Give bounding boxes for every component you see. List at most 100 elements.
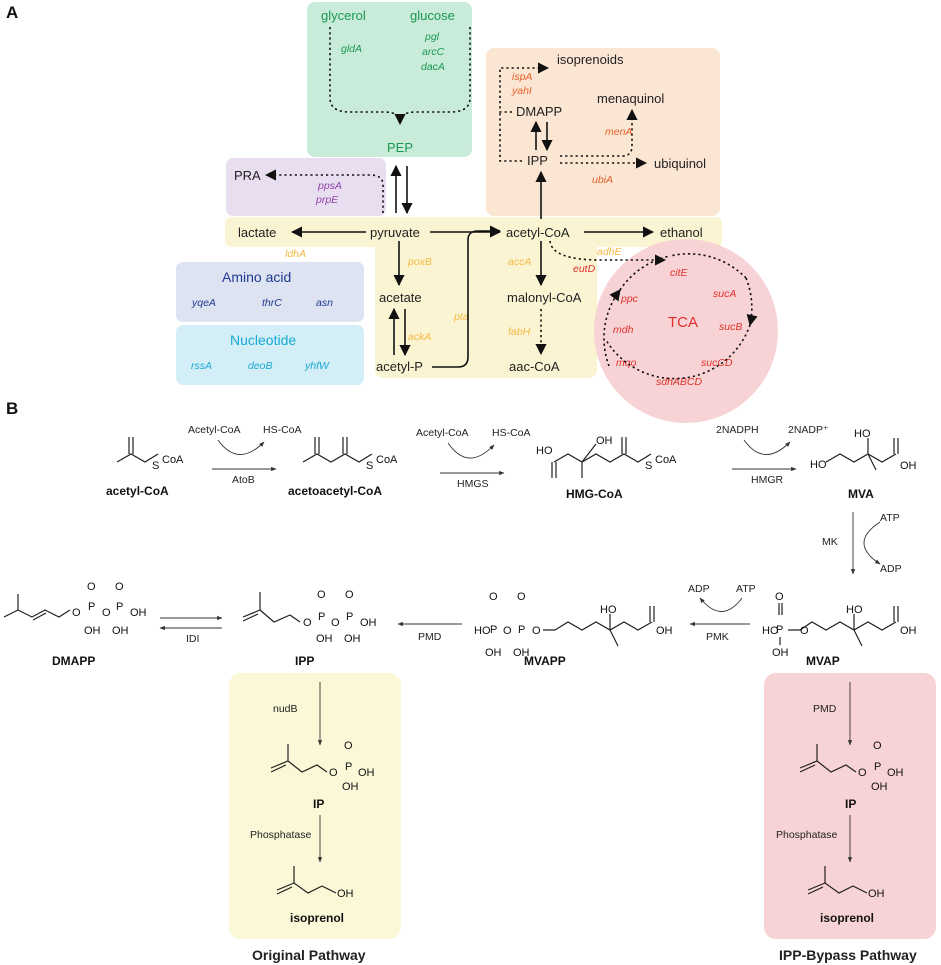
ip-name-bypass: IP: [845, 797, 856, 811]
svg-text:OH: OH: [358, 767, 375, 779]
svg-text:2NADP⁺: 2NADP⁺: [788, 424, 829, 436]
bypass-pathway: PMD O P O OH OH IP Phosphatase OH isopre…: [776, 682, 904, 925]
ipp-structure: O P O OH O P O OH OH IPP: [242, 589, 377, 668]
gene-daca: dacA: [421, 61, 445, 73]
acetyl-coa-name: acetyl-CoA: [106, 484, 169, 498]
lactate-label: lactate: [238, 225, 276, 240]
gene-acca: accA: [508, 256, 531, 268]
gene-deob: deoB: [248, 360, 273, 372]
glucose-label: glucose: [410, 8, 455, 23]
svg-text:OH: OH: [513, 647, 530, 659]
panel-b-label: B: [6, 399, 18, 418]
svg-text:OH: OH: [656, 625, 673, 637]
svg-text:HS-CoA: HS-CoA: [263, 424, 302, 436]
dmapp-label: DMAPP: [516, 104, 562, 119]
gene-asn: asn: [316, 297, 333, 309]
svg-text:OH: OH: [900, 625, 917, 637]
svg-text:OH: OH: [900, 460, 917, 472]
svg-text:P: P: [318, 611, 325, 623]
purple-pra-box: [226, 158, 386, 216]
nucleotide-label: Nucleotide: [230, 332, 296, 348]
pep-label: PEP: [387, 140, 413, 155]
acetoacetyl-coa-structure: S CoA acetoacetyl-CoA: [288, 437, 398, 498]
svg-text:O: O: [331, 617, 340, 629]
pra-label: PRA: [234, 168, 261, 183]
svg-text:HS-CoA: HS-CoA: [492, 427, 531, 439]
idi-reaction: IDI: [159, 615, 223, 645]
svg-text:ATP: ATP: [736, 583, 756, 595]
mk-reaction: ATP ADP MK: [822, 512, 902, 575]
svg-text:O: O: [87, 581, 96, 593]
enzyme-nudb: nudB: [273, 703, 298, 715]
enzyme-atob: AtoB: [232, 474, 255, 486]
svg-text:HO: HO: [536, 445, 553, 457]
gene-rssa: rssA: [191, 360, 212, 372]
svg-text:HO: HO: [810, 459, 827, 471]
svg-text:OH: OH: [130, 607, 147, 619]
svg-text:HO: HO: [762, 625, 779, 637]
gene-pgl: pgl: [424, 31, 440, 43]
panel-a-arrows: [264, 27, 758, 380]
svg-text:O: O: [775, 591, 784, 603]
gene-poxb: poxB: [407, 256, 432, 268]
svg-text:OH: OH: [316, 633, 333, 645]
svg-text:OH: OH: [772, 647, 789, 659]
gene-adhe: adhE: [597, 246, 623, 258]
svg-text:Acetyl-CoA: Acetyl-CoA: [416, 427, 469, 439]
svg-text:S: S: [645, 460, 652, 472]
svg-text:O: O: [102, 607, 111, 619]
mvapp-structure: HO P O OH O P O OH O HO OH MVAPP: [474, 591, 673, 668]
gene-mqo: mqo: [616, 357, 637, 369]
svg-text:OH: OH: [342, 781, 359, 793]
svg-text:O: O: [873, 740, 882, 752]
gene-eutd: eutD: [573, 263, 596, 275]
mvap-structure: O P HO OH O HO OH MVAP: [762, 591, 917, 668]
svg-text:O: O: [344, 740, 353, 752]
svg-text:CoA: CoA: [376, 454, 398, 466]
enzyme-phosphatase-bypass: Phosphatase: [776, 829, 837, 841]
menaquinol-label: menaquinol: [597, 91, 664, 106]
ethanol-label: ethanol: [660, 225, 703, 240]
gene-glda: gldA: [341, 43, 362, 55]
svg-text:OH: OH: [360, 617, 377, 629]
svg-text:OH: OH: [337, 888, 354, 900]
gene-yhfw: yhfW: [304, 360, 330, 372]
svg-text:O: O: [532, 625, 541, 637]
original-pathway-box: [229, 673, 401, 939]
malonyl-coa-label: malonyl-CoA: [507, 290, 582, 305]
svg-text:P: P: [116, 601, 123, 613]
svg-text:CoA: CoA: [655, 454, 677, 466]
acetyl-coa-label: acetyl-CoA: [506, 225, 570, 240]
original-pathway-title: Original Pathway: [252, 947, 366, 963]
hmg-coa-structure: HO OH S CoA HMG-CoA: [536, 435, 677, 501]
gene-ubia: ubiA: [592, 174, 613, 186]
acetyl-p-label: acetyl-P: [376, 359, 423, 374]
enzyme-pmd: PMD: [418, 631, 442, 643]
svg-text:S: S: [152, 460, 159, 472]
svg-text:P: P: [490, 624, 497, 636]
enzyme-phosphatase-original: Phosphatase: [250, 829, 311, 841]
svg-text:ATP: ATP: [880, 512, 900, 524]
svg-text:OH: OH: [868, 888, 885, 900]
svg-text:HO: HO: [474, 625, 491, 637]
acetyl-coa-structure: S CoA acetyl-CoA: [106, 437, 184, 498]
svg-text:Acetyl-CoA: Acetyl-CoA: [188, 424, 241, 436]
enzyme-pmd-bypass: PMD: [813, 703, 837, 715]
gene-prpe: prpE: [315, 194, 339, 206]
gene-ispa: ispA: [512, 71, 532, 83]
enzyme-hmgr: HMGR: [751, 474, 783, 486]
gene-ppsa: ppsA: [317, 180, 342, 192]
mvap-name: MVAP: [806, 654, 840, 668]
bypass-pathway-box: [764, 673, 936, 939]
svg-text:P: P: [776, 624, 783, 636]
gene-yahi: yahI: [511, 85, 532, 97]
acetoacetyl-coa-name: acetoacetyl-CoA: [288, 484, 382, 498]
gene-acka: ackA: [408, 331, 431, 343]
ipp-name: IPP: [295, 654, 314, 668]
amino-acid-box: [176, 262, 364, 322]
dmapp-name: DMAPP: [52, 654, 95, 668]
tca-circle: [594, 239, 778, 423]
svg-text:HO: HO: [846, 604, 863, 616]
atob-reaction: Acetyl-CoA HS-CoA AtoB: [188, 424, 302, 486]
svg-text:P: P: [518, 624, 525, 636]
